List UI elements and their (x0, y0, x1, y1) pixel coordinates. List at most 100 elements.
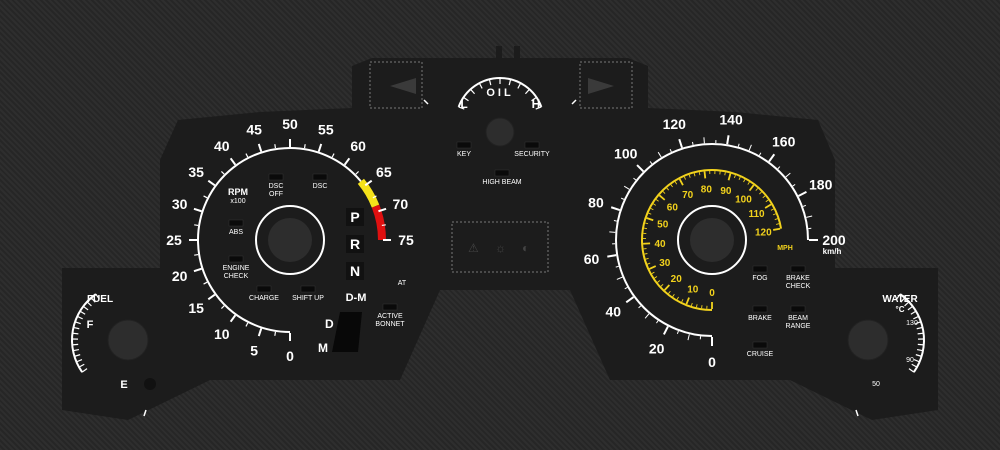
oil-tick (535, 106, 542, 110)
water-label: 90 (906, 357, 914, 364)
gear-m-ghost: M (318, 341, 328, 355)
tach-tick (378, 207, 387, 213)
gear-n-label: N (350, 263, 360, 279)
speedo-mph-tick (724, 172, 726, 176)
oil-tick (478, 82, 483, 89)
tach-label: 15 (188, 300, 204, 316)
indicator-fog: FOG (752, 265, 768, 282)
speedo-mph-tick (681, 299, 684, 303)
water-tick (911, 363, 918, 368)
water-tick (900, 297, 906, 303)
speedo-mph-tick (645, 257, 649, 260)
indicator-lamp-window (228, 255, 244, 263)
speedo-kmh-tick (624, 286, 628, 290)
speedo-kmh-tick (657, 151, 662, 158)
centre-warning-window (451, 221, 549, 273)
indicator-lamp-window (456, 141, 472, 149)
indicator-shift-up: SHIFT UP (292, 285, 324, 302)
speedo-mph-tick (658, 194, 666, 201)
tach-tick (303, 144, 306, 149)
fuel-scale-arc (71, 293, 97, 373)
water-end-marker (855, 409, 859, 417)
speedo-kmh-tick (638, 305, 642, 309)
water-tick (915, 354, 922, 357)
speedo-mph-tick (698, 172, 701, 176)
speedo-mph-tick (772, 213, 776, 216)
fuel-tick (81, 368, 88, 373)
speedo-kmh-tick (768, 153, 776, 163)
oil-tick (531, 96, 537, 102)
speedo-kmh-tick (678, 138, 683, 149)
speedo-kmh-tick (620, 197, 625, 200)
speedo-mph-tick (668, 290, 671, 294)
speedo-mph-tick (672, 293, 675, 297)
speedo-mph-tick (755, 188, 759, 191)
fuel-tick (72, 348, 80, 352)
tach-tick (193, 207, 202, 213)
speedo-kmh-tick (623, 185, 630, 190)
tach-centre-hole (268, 218, 312, 262)
speedo-mph-tick (670, 184, 673, 188)
speedo-mph-tick (696, 304, 698, 308)
speedo-kmh-label: 180 (809, 177, 833, 193)
speedo-mph-label: 0 (709, 288, 715, 299)
speedo-kmh-label: 200 (822, 232, 846, 248)
ghost-warning-icon-2: ☼ (495, 241, 506, 255)
speedo-kmh-label: 80 (588, 194, 604, 210)
speedo-mph-tick (690, 302, 693, 306)
indicator-label: DSC (313, 183, 328, 190)
speedo-mph-tick (727, 173, 732, 181)
gear-box-r (346, 235, 364, 253)
speedo-kmh-label: 0 (708, 354, 716, 370)
speedo-mph-tick (666, 187, 670, 191)
tach-tick (220, 305, 225, 310)
fuel-pivot-hole (107, 319, 149, 361)
water-tick (896, 293, 901, 300)
indicator-label: CHARGE (249, 295, 279, 302)
speedo-mph-tick (747, 181, 750, 185)
indicator-lamp-window (382, 303, 398, 311)
tach-label: 50 (282, 116, 298, 132)
indicator-lamp-window (752, 265, 768, 273)
speedo-kmh-tick (687, 334, 690, 341)
fuel-tick (90, 297, 96, 303)
tach-tick (245, 322, 249, 327)
tach-tick (207, 179, 216, 187)
indicator-high-beam: HIGH BEAM (482, 169, 522, 186)
indicator-label: BRAKE (748, 315, 772, 322)
speedo-mph-label: 30 (659, 258, 671, 269)
water-tick (907, 305, 914, 311)
tach-tick (355, 170, 360, 175)
oil-tick (517, 82, 522, 89)
oil-tick (463, 96, 469, 102)
speedo-mph-unit: MPH (777, 245, 793, 252)
tach-label: 5 (250, 342, 258, 358)
water-label: 130 (906, 320, 918, 327)
speedo-mph-tick (657, 280, 661, 283)
speedo-mph-tick (651, 271, 655, 275)
indicator-label: SECURITY (514, 151, 550, 158)
speedo-mph-arc (641, 169, 783, 311)
rpm-unit-sub-label: x100 (230, 198, 245, 205)
speedo-kmh-tick (785, 172, 791, 178)
indicator-lamp-window (256, 285, 272, 293)
speedo-mph-label: 40 (655, 239, 667, 250)
tach-tick (194, 224, 199, 227)
top-clip-left (496, 46, 502, 60)
top-clip-right (514, 46, 520, 60)
indicator-label: CRUISE (747, 351, 774, 358)
speedo-mph-tick (743, 179, 746, 183)
tach-caution-band (357, 178, 380, 208)
speedo-mph-tick (649, 265, 657, 270)
turn-left-window (369, 61, 423, 109)
speedo-kmh-tick (633, 177, 637, 181)
speedo-kmh-tick (737, 143, 740, 147)
turn-right-arrow-icon (588, 78, 614, 94)
water-pivot-hole (847, 319, 889, 361)
